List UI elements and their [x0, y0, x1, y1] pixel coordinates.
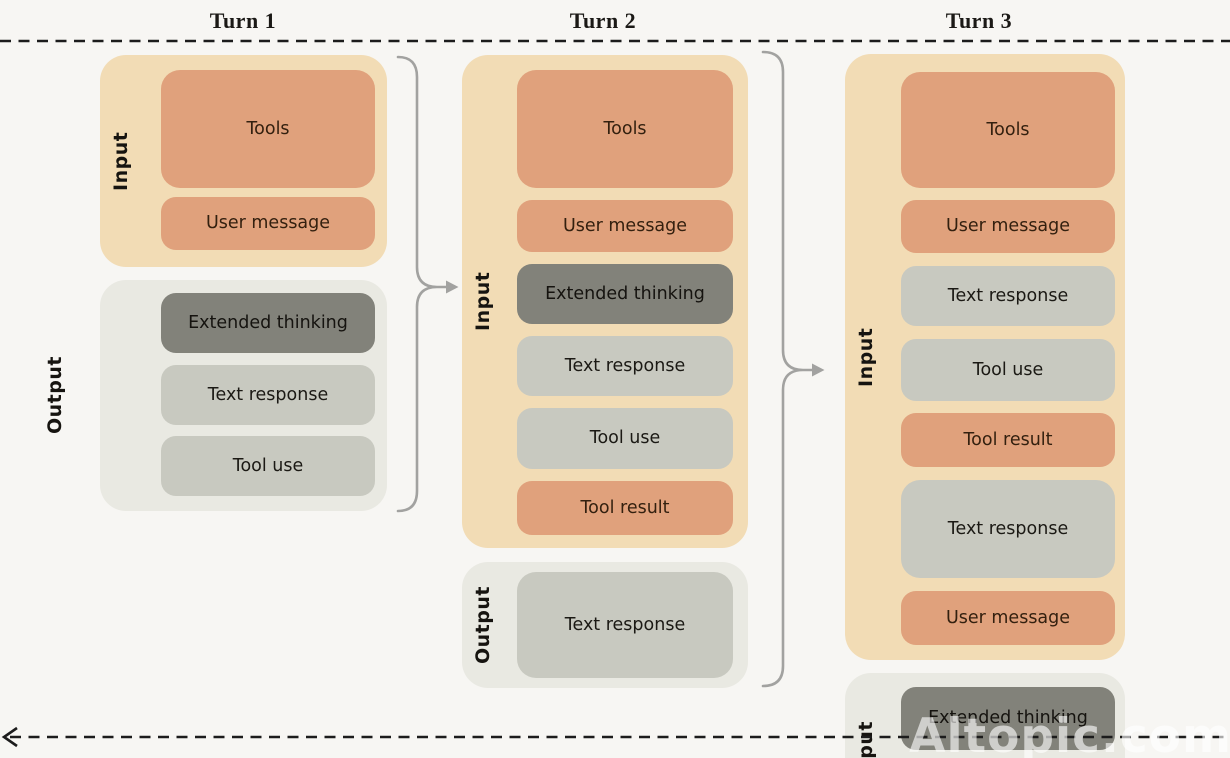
turn-1-input-label: Input [110, 131, 132, 191]
block-tools: Tools [161, 70, 375, 188]
chevron-left-icon [1, 726, 18, 748]
turn2-to-turn3-arrow-icon [812, 363, 825, 377]
block-tool-use: Tool use [517, 408, 733, 469]
block-tool-use: Tool use [161, 436, 375, 496]
turn-3-output-label: Output [848, 700, 884, 758]
block-user-message: User message [161, 197, 375, 250]
turn1-to-turn2-arrow-icon [446, 280, 459, 294]
block-tool-result: Tool result [517, 481, 733, 535]
block-tool-use: Tool use [901, 339, 1115, 401]
turn-3-input-label: Input [855, 327, 877, 387]
block-tools: Tools [517, 70, 733, 188]
block-tools: Tools [901, 72, 1115, 188]
block-extended-thinking: Extended thinking [161, 293, 375, 353]
turn-2-input-label: Input [472, 271, 494, 332]
watermark: Altopic.com [909, 709, 1230, 758]
block-extended-thinking: Extended thinking [517, 264, 733, 324]
block-text-response: Text response [517, 336, 733, 396]
block-user-message: User message [901, 200, 1115, 253]
block-text-response: Text response [901, 480, 1115, 578]
block-tool-result: Tool result [901, 413, 1115, 467]
turn-2-output-label: Output [472, 586, 494, 664]
turn-3-title: Turn 3 [945, 8, 1013, 33]
block-extended-thinking: Extended thinking [901, 687, 1115, 750]
turn-2-title: Turn 2 [569, 8, 637, 33]
block-text-response: Text response [901, 266, 1115, 326]
turn1-to-turn2-connector [396, 55, 448, 513]
turn-1-output-label: Output [44, 356, 66, 435]
turn2-to-turn3-connector [761, 50, 814, 688]
block-text-response: Text response [517, 572, 733, 678]
block-user-message: User message [517, 200, 733, 252]
block-text-response: Text response [161, 365, 375, 425]
turn-1-title: Turn 1 [209, 8, 277, 33]
block-user-message: User message [901, 591, 1115, 645]
